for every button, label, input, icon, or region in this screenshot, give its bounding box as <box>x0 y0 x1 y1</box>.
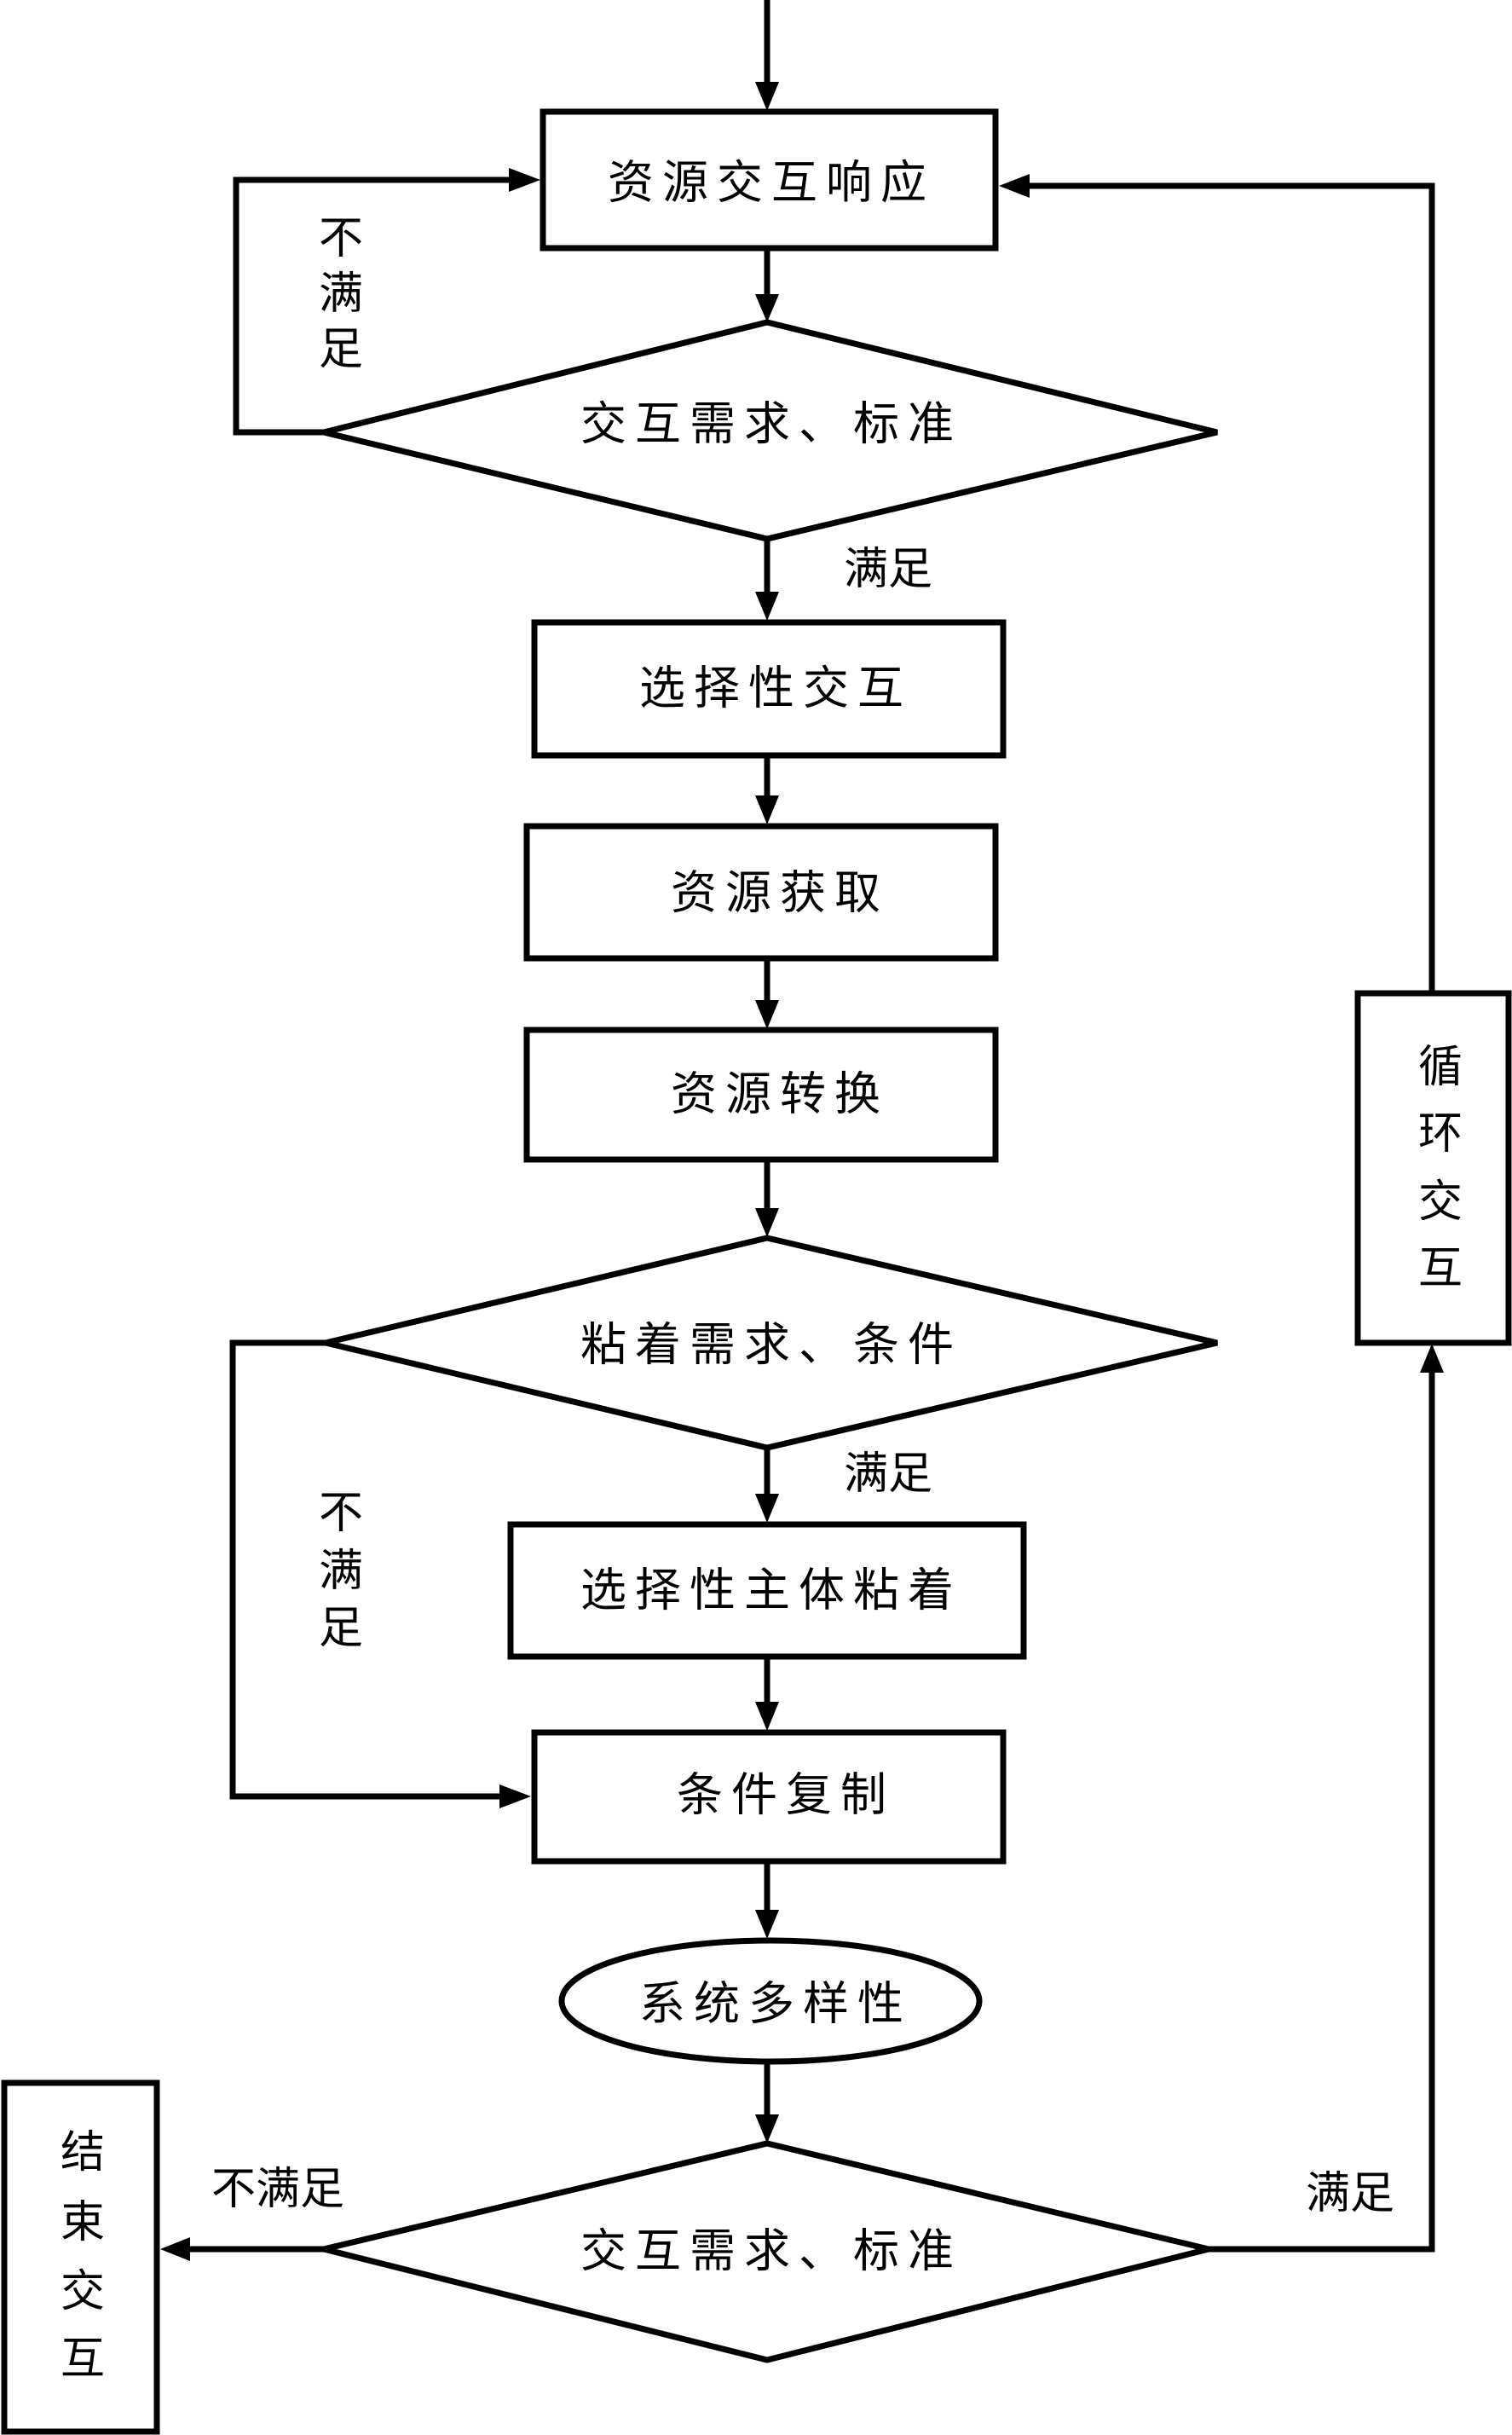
node-label-char: 束 <box>61 2197 105 2248</box>
node-label-char: 循 <box>1418 1042 1463 1093</box>
node-label: 系统多样性 <box>639 1977 912 2031</box>
node-label: 资源交互响应 <box>608 156 935 210</box>
node-label: 选择性主体粘着 <box>580 1564 962 1617</box>
process-box <box>507 1521 1027 1660</box>
node-label-char: 互 <box>1418 1243 1463 1294</box>
edge-label-char: 不 <box>319 1488 363 1539</box>
arrow-down-icon <box>755 294 779 322</box>
edge-label-char: 足 <box>319 1603 363 1654</box>
decision-diamond <box>323 319 1218 542</box>
arrow-down-icon <box>755 795 779 824</box>
edge-label-decision3-yes: 满足 <box>1306 2168 1394 2219</box>
decision-diamond <box>323 2140 1209 2363</box>
edge-label-decision2-no: 不 满 足 <box>319 1488 363 1654</box>
decision-diamond <box>325 1235 1218 1451</box>
edge-label-char: 不 <box>319 213 363 264</box>
edge-loop-return <box>1027 182 1435 992</box>
node-end-interaction[interactable]: 结 束 交 互 <box>1 2079 160 2435</box>
node-label-char: 环 <box>1418 1108 1463 1160</box>
arrow-right-icon <box>499 1784 531 1808</box>
node-label: 资源获取 <box>671 866 889 920</box>
node-decision-interaction-1[interactable]: 交互需求、标准 <box>323 319 1218 542</box>
node-selective-interaction[interactable]: 选择性交互 <box>531 619 1007 759</box>
node-label: 交互需求、标准 <box>580 397 962 451</box>
arrow-down-icon <box>755 1910 779 1939</box>
node-decision-interaction-2[interactable]: 交互需求、标准 <box>323 2140 1209 2363</box>
arrow-left-icon <box>999 174 1030 198</box>
arrow-down-icon <box>755 1000 779 1029</box>
node-resource-conversion[interactable]: 资源转换 <box>523 1027 999 1163</box>
loop-box <box>1354 990 1512 1346</box>
process-box <box>523 1027 999 1163</box>
node-resource-acquisition[interactable]: 资源获取 <box>523 823 999 962</box>
node-label-char: 互 <box>61 2334 105 2385</box>
arrow-up-icon <box>1420 1344 1444 1373</box>
node-label: 粘着需求、条件 <box>580 1318 962 1372</box>
node-label: 交互需求、标准 <box>580 2224 962 2278</box>
arrow-down-icon <box>755 1494 779 1523</box>
edge-label-decision3-no: 不满足 <box>211 2164 344 2215</box>
process-box <box>531 619 1007 759</box>
edge-label-char: 足 <box>319 324 363 375</box>
node-condition-replication[interactable]: 条件复制 <box>531 1729 1007 1865</box>
edge-label-char: 满 <box>319 269 363 320</box>
node-loop-interaction[interactable]: 循 环 交 互 <box>1354 990 1512 1346</box>
edge-decision3-yes-to-loop <box>1209 1368 1435 2253</box>
terminal-ellipse <box>558 1937 983 2065</box>
process-box <box>540 108 999 252</box>
arrow-down-icon <box>755 2114 779 2143</box>
node-label: 选择性交互 <box>639 662 912 715</box>
process-box <box>531 1729 1007 1865</box>
node-resource-response[interactable]: 资源交互响应 <box>540 108 999 252</box>
node-label-char: 交 <box>61 2266 105 2317</box>
arrow-left-icon <box>160 2237 190 2261</box>
node-label-char: 结 <box>61 2127 105 2178</box>
arrow-down-icon <box>755 82 779 111</box>
node-system-diversity[interactable]: 系统多样性 <box>558 1937 983 2065</box>
edge-label-decision2-yes: 满足 <box>844 1449 932 1500</box>
node-label-char: 交 <box>1418 1177 1463 1228</box>
edge-label-decision1-no: 不 满 足 <box>319 213 363 375</box>
edge-label-char: 满 <box>319 1546 363 1597</box>
node-label: 条件复制 <box>677 1768 895 1822</box>
edges <box>188 0 1435 2253</box>
end-box <box>1 2079 160 2435</box>
edge-decision2-no-path <box>229 1339 503 1800</box>
process-box <box>523 823 999 962</box>
arrow-down-icon <box>755 1208 779 1237</box>
node-decision-adhesion[interactable]: 粘着需求、条件 <box>325 1235 1218 1451</box>
edge-label-decision1-yes: 满足 <box>844 544 932 595</box>
node-selective-adhesion[interactable]: 选择性主体粘着 <box>507 1521 1027 1660</box>
arrow-down-icon <box>755 1702 779 1731</box>
arrow-right-icon <box>509 168 540 192</box>
node-label: 资源转换 <box>671 1067 889 1121</box>
arrowheads <box>160 82 1444 2261</box>
arrow-down-icon <box>755 592 779 621</box>
edge-decision1-no-loop <box>233 176 511 436</box>
